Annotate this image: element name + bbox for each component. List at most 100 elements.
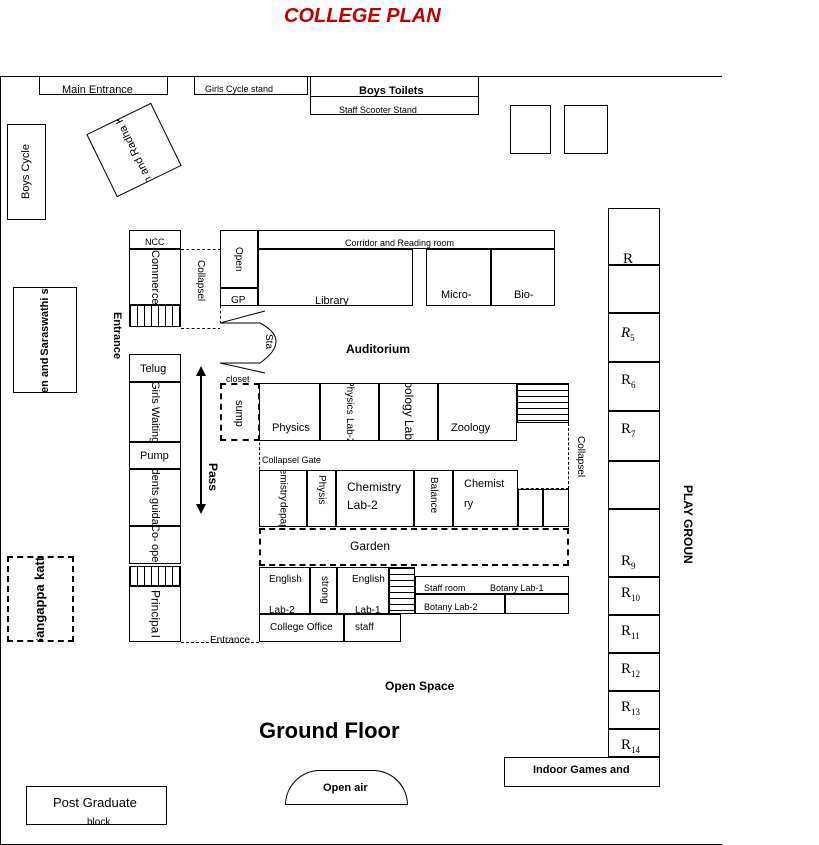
boys-toilets: Boys Toilets	[310, 76, 479, 97]
cooperative-room: Co- oper	[129, 526, 181, 564]
balance-room: Balance	[414, 470, 453, 527]
english-lab1-line2: Lab-1	[355, 605, 381, 614]
physics-lab-2: Physics Lab-2	[320, 383, 379, 441]
girls-cycle-label: Girls Cycle stand	[205, 84, 274, 94]
chemistry-lab-right: Chemist ry	[453, 470, 518, 527]
room-r12-n: 12	[631, 669, 641, 679]
collapsel-left-label: Collapsel	[195, 260, 206, 302]
telugu-label: Telug	[140, 363, 167, 375]
staff-label: staff	[355, 622, 374, 633]
small-room-e2	[543, 489, 569, 527]
post-graduate-block: Post Graduate block	[26, 786, 167, 825]
principal-line2: l	[148, 635, 163, 639]
zoology-lab2-line1: Zoology	[402, 383, 417, 417]
strong-label: strong	[319, 576, 330, 604]
post-graduate-sub: block	[87, 817, 111, 825]
zoology-lab-2: Zoology Lab-2	[379, 383, 438, 441]
room-r14: R14	[608, 729, 660, 757]
garden-saraswathi-line2: Saraswathi statue	[38, 287, 51, 356]
sump: sump	[220, 383, 260, 441]
stage-outline	[220, 310, 277, 374]
pump-room: Pump	[129, 442, 181, 469]
library: Library	[258, 249, 413, 306]
closet-label: closet	[226, 374, 250, 384]
room-r7: R7	[608, 411, 660, 461]
garden-radha-line2: Radha	[116, 123, 142, 158]
chemistry-dept-line2: depapart	[277, 501, 289, 527]
botany-lab-2: Botany Lab-2	[415, 594, 505, 614]
small-block-2	[564, 105, 608, 154]
chemistry-dept-line1: Chemistry	[277, 470, 289, 501]
room-r9-n: 9	[631, 561, 636, 571]
small-room-e1	[518, 489, 543, 527]
gp-label: GP	[231, 295, 246, 306]
room-r-blank1	[608, 265, 660, 313]
garden-strip: Garden	[259, 528, 569, 566]
students-guidance-line2: guidance	[149, 497, 162, 526]
pass-label: Pass	[206, 463, 220, 492]
english-lab-2: English Lab-2	[259, 567, 310, 614]
physics-label: Physics	[272, 422, 310, 434]
stairs-lower	[129, 566, 181, 586]
bio-lab: Bio-	[491, 249, 555, 306]
room-r5-n: 5	[630, 333, 635, 343]
chemistry-lab-2: Chemistry Lab-2	[336, 470, 414, 527]
cooper-line1: Co-	[149, 526, 162, 542]
strong-room: strong	[310, 567, 337, 614]
english-lab1-line1: English	[352, 574, 385, 585]
english-lab2-line1: English	[269, 574, 302, 585]
room-r9: R9	[608, 509, 660, 577]
room-r13-r: R	[621, 699, 632, 715]
room-r13-n: 13	[631, 707, 641, 717]
physics-lab: Physics	[259, 383, 320, 441]
entrance-side-label: Entrance	[111, 312, 123, 360]
small-block-1	[510, 105, 551, 154]
room-r9-r: R	[621, 553, 632, 569]
stairs-south	[389, 567, 415, 614]
gangappa-line2: katta	[32, 556, 48, 581]
micro-lab: Micro-	[426, 249, 491, 306]
chemistry-right-line1: Chemist	[464, 478, 505, 490]
open-air-label: Open air	[323, 782, 368, 794]
room-r14-r: R	[621, 737, 632, 753]
garden-radha-line3: Krishna	[99, 102, 127, 127]
staff-room-small: staff	[344, 614, 401, 642]
room-r5-r: R	[621, 325, 631, 341]
plan-title: COLLEGE PLAN	[284, 5, 441, 27]
garden-label: Garden	[350, 539, 391, 553]
stage-label: Sta	[263, 334, 274, 350]
main-entrance-label: Main Entrance	[62, 84, 133, 95]
room-r13: R13	[608, 691, 660, 729]
indoor-games-label: Indoor Games and	[533, 764, 630, 776]
physics-lab2-line2: Lab-2	[344, 417, 355, 441]
girls-waiting-line1: Girls	[149, 382, 162, 404]
main-entrance-box: Main Entrance	[39, 76, 168, 95]
staff-scooter-label: Staff Scooter Stand	[339, 105, 417, 115]
english-lab2-line2: Lab-2	[269, 605, 295, 614]
telugu-room: Telug	[129, 354, 181, 382]
gp-room: GP	[220, 288, 258, 306]
commerce-line1: Commer	[149, 249, 162, 292]
botany-lab1-label: Botany Lab-1	[490, 583, 544, 593]
room-r12-r: R	[621, 661, 632, 677]
principal-room: Principa l	[129, 586, 181, 642]
pump-label: Pump	[140, 450, 169, 462]
english-lab-1: English Lab-1	[337, 567, 389, 614]
ground-floor-label: Ground Floor	[259, 718, 400, 743]
entrance-bottom-dash	[181, 642, 259, 643]
boys-cycle-label: Boys Cycle	[20, 144, 32, 200]
gangappa-line1: Gangappa	[32, 584, 48, 642]
entrance-bottom-label: Entrance	[210, 635, 251, 646]
room-r14-n: 14	[631, 745, 641, 755]
post-graduate-label: Post Graduate	[53, 795, 137, 810]
principal-line1: Principa	[148, 589, 163, 634]
cooper-line2: oper	[149, 543, 162, 564]
zoology-lab: Zoology	[438, 383, 517, 441]
sump-label: sump	[233, 400, 245, 427]
boys-toilets-label: Boys Toilets	[359, 85, 424, 97]
room-r6-n: 6	[631, 380, 636, 390]
micro-label: Micro-	[441, 289, 472, 301]
zoology-lab2-line2: Lab-2	[402, 419, 417, 441]
indoor-games-hall: Indoor Games and	[504, 757, 660, 787]
girls-waiting-room: Girls Waiting	[129, 382, 181, 442]
